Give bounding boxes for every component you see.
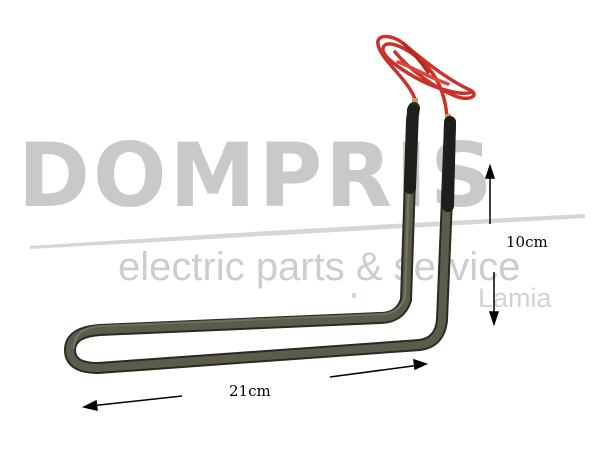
height-arrow-down: [488, 272, 500, 327]
watermark-tagline: electric parts & service: [118, 245, 521, 289]
width-dimension-label: 21cm: [229, 382, 271, 400]
width-arrow-right: [329, 358, 429, 378]
height-dimension-label: 10cm: [506, 233, 548, 251]
width-arrow-left: [81, 395, 183, 411]
element-sheath: [64, 102, 456, 374]
height-arrow-up: [484, 163, 496, 224]
watermark-city: Lamia: [478, 283, 552, 313]
red-wires: [376, 34, 476, 120]
